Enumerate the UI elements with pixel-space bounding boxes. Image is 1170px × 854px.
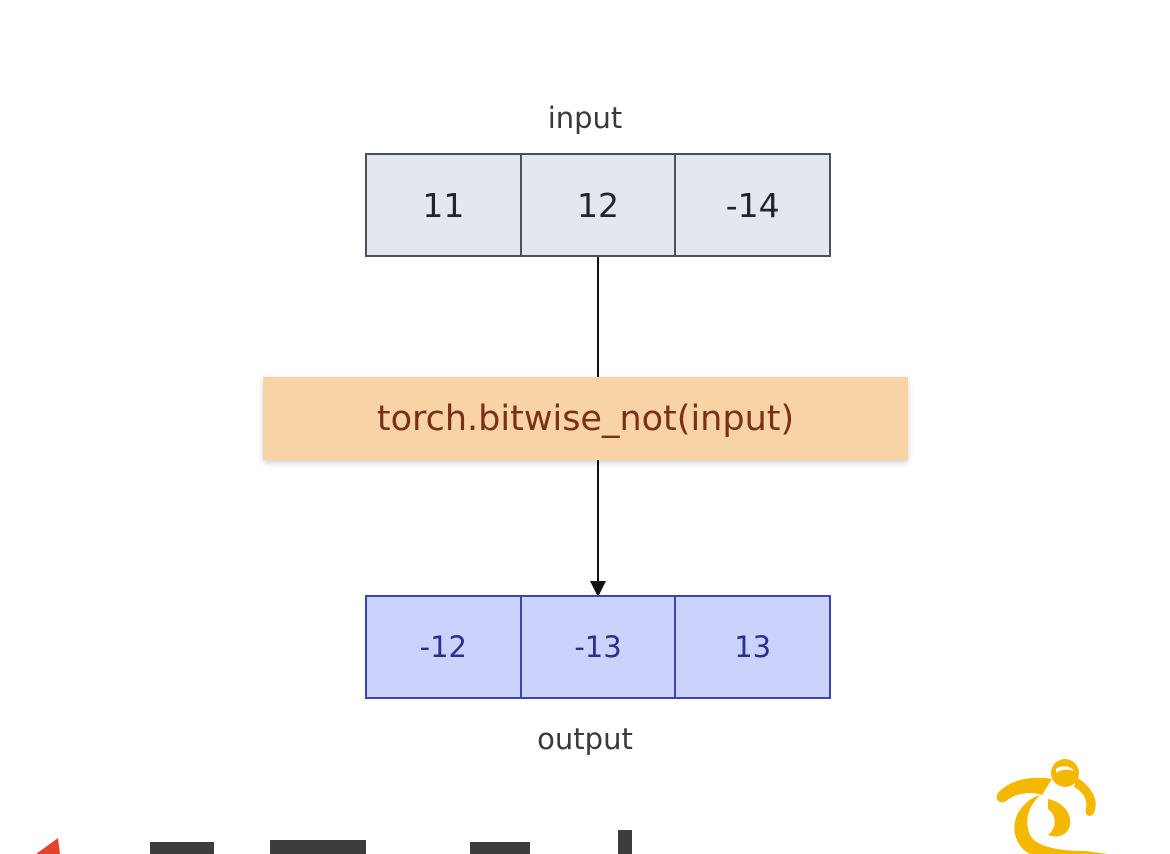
input-cell: 11 — [367, 155, 522, 255]
input-cell: 12 — [522, 155, 677, 255]
arrowhead-icon — [590, 581, 606, 597]
output-cell: 13 — [734, 630, 772, 664]
output-tensor: -12 -13 13 — [365, 595, 831, 699]
figure-logo-icon — [996, 759, 1108, 854]
input-label: input — [547, 101, 623, 135]
operation-box: torch.bitwise_not(input) — [263, 377, 908, 460]
partial-logo-icon — [36, 830, 632, 854]
output-label: output — [537, 722, 633, 756]
output-cell: -13 — [522, 597, 677, 697]
input-tensor: 11 12 -14 — [365, 153, 831, 257]
input-cell: -14 — [725, 185, 780, 225]
output-cell: -12 — [367, 597, 522, 697]
